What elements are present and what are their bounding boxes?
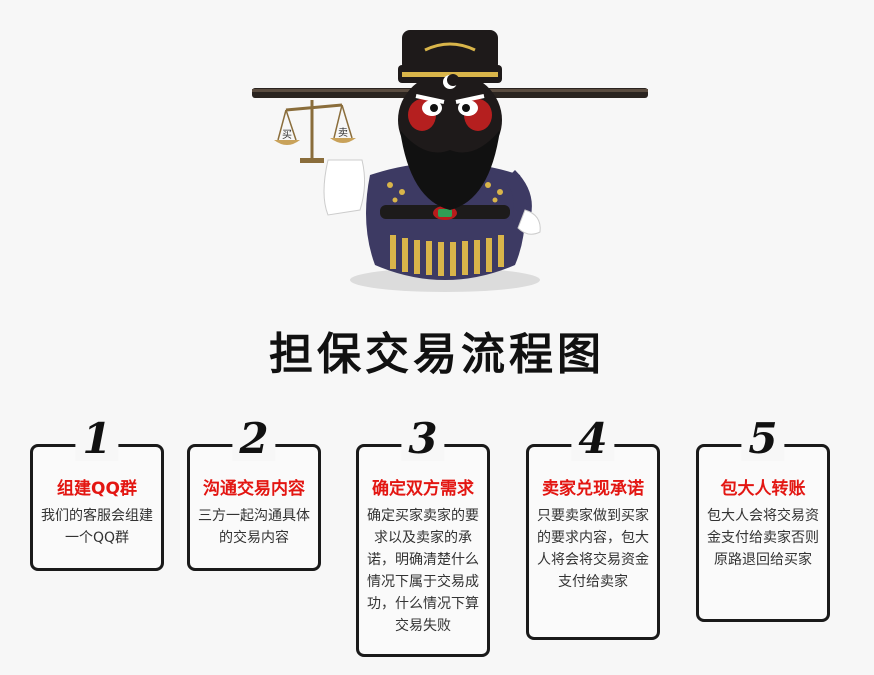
step-desc: 只要卖家做到买家的要求内容，包大人将会将交易资金支付给卖家 bbox=[537, 508, 649, 590]
scale-left-label: 买 bbox=[282, 129, 292, 141]
step-number: 5 bbox=[741, 417, 785, 461]
step-desc: 包大人会将交易资金支付给卖家否则原路退回给买家 bbox=[707, 508, 819, 568]
step-number: 4 bbox=[571, 417, 615, 461]
step-number: 1 bbox=[75, 417, 119, 461]
step-card-2: 2 沟通交易内容 三方一起沟通具体的交易内容 bbox=[187, 417, 321, 571]
step-desc: 确定买家卖家的要求以及卖家的承诺，明确清楚什么情况下属于交易成功，什么情况下算交… bbox=[367, 508, 479, 634]
step-number: 2 bbox=[232, 417, 276, 461]
step-number: 3 bbox=[401, 417, 445, 461]
balance-scale-icon: 买 卖 bbox=[274, 100, 356, 163]
page-title: 担保交易流程图 bbox=[269, 329, 605, 380]
step-title: 包大人转账 bbox=[720, 479, 806, 499]
step-card-1: 1 组建QQ群 我们的客服会组建一个QQ群 bbox=[30, 417, 164, 571]
step-title: 卖家兑现承诺 bbox=[542, 479, 644, 499]
step-card-5: 5 包大人转账 包大人会将交易资金支付给卖家否则原路退回给买家 bbox=[696, 417, 830, 622]
step-card-4: 4 卖家兑现承诺 只要卖家做到买家的要求内容，包大人将会将交易资金支付给卖家 bbox=[526, 417, 660, 640]
step-desc: 我们的客服会组建一个QQ群 bbox=[41, 508, 153, 546]
step-card-3: 3 确定双方需求 确定买家卖家的要求以及卖家的承诺，明确清楚什么情况下属于交易成… bbox=[356, 417, 490, 657]
step-title: 确定双方需求 bbox=[372, 479, 474, 499]
scale-right-label: 卖 bbox=[338, 127, 348, 139]
step-title: 沟通交易内容 bbox=[203, 479, 305, 499]
judge-bao-mascot-icon: 买 卖 bbox=[252, 30, 648, 292]
step-desc: 三方一起沟通具体的交易内容 bbox=[198, 508, 310, 546]
step-title: 组建QQ群 bbox=[57, 479, 137, 499]
